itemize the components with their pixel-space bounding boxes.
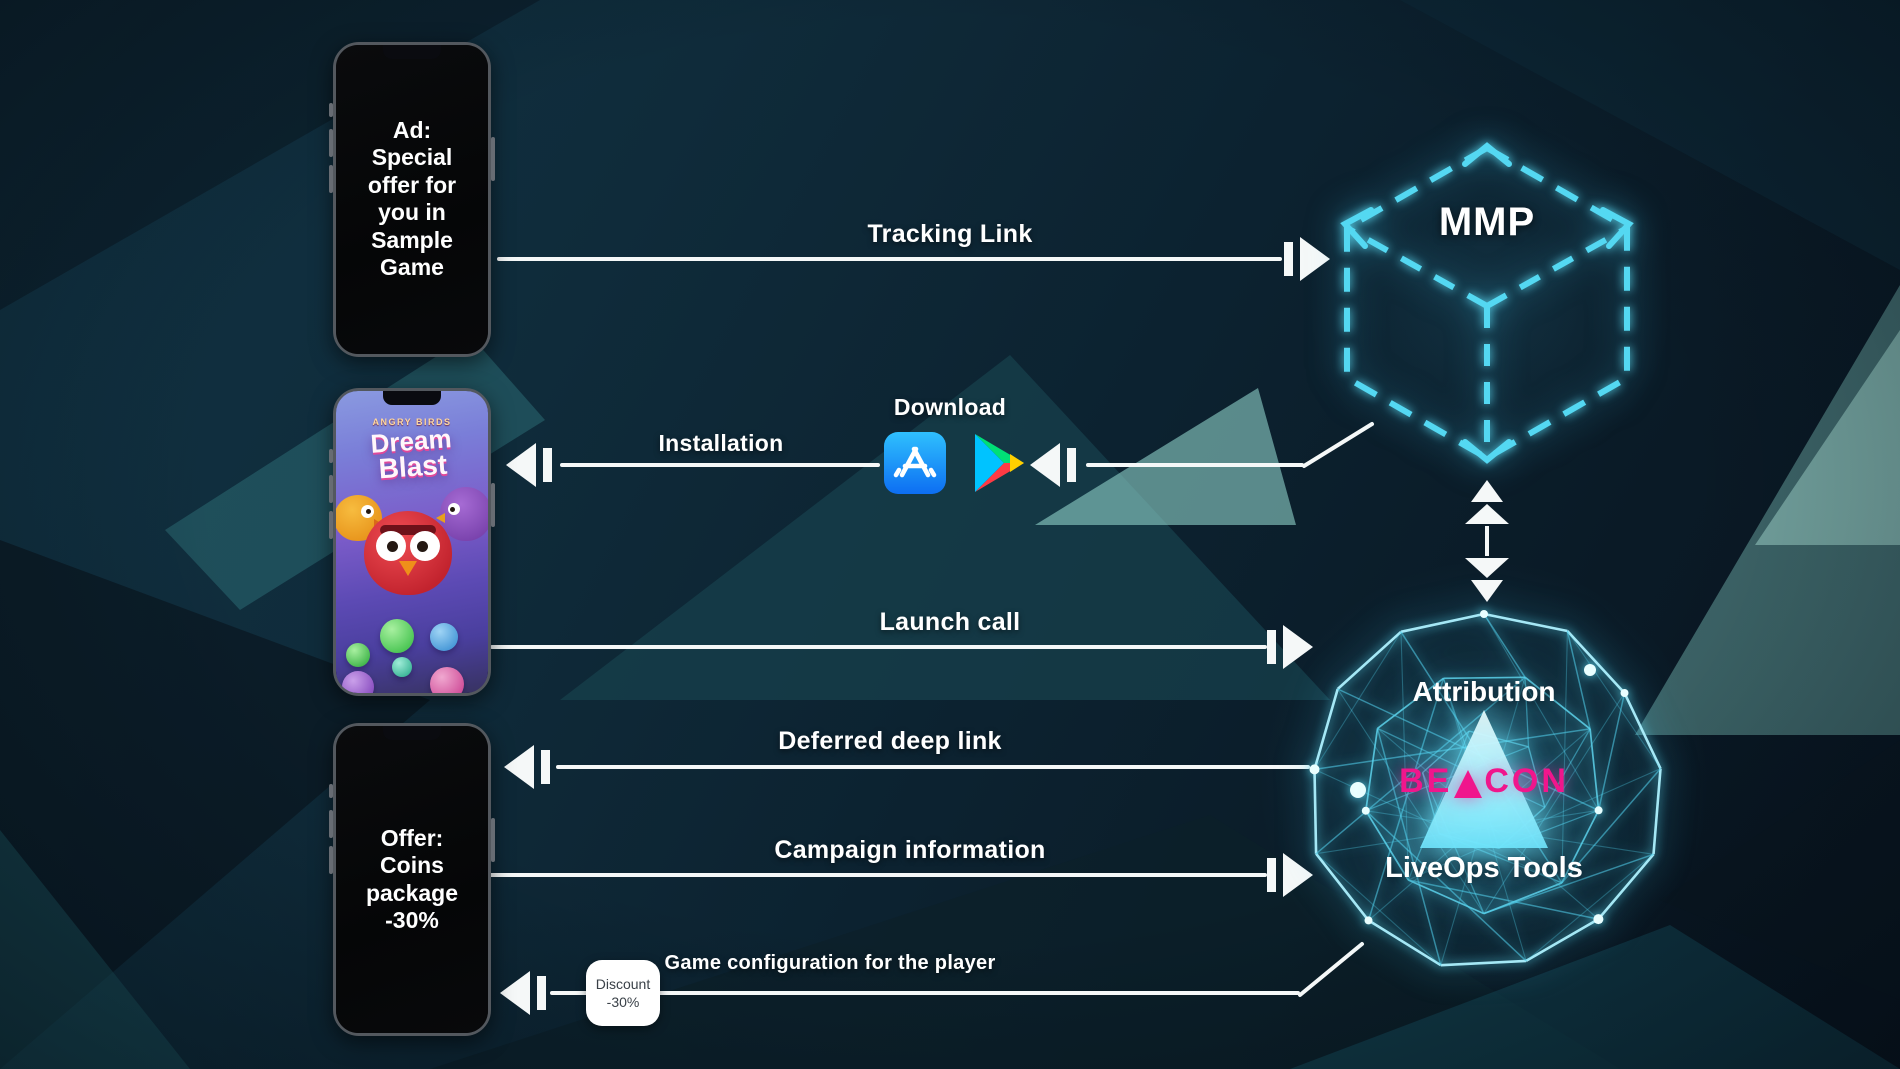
deferred-deep-link-line bbox=[556, 765, 1310, 769]
bubble bbox=[346, 643, 370, 667]
attribution-label: Attribution bbox=[1412, 676, 1556, 707]
purple-bird bbox=[436, 487, 488, 541]
bird-pupil bbox=[450, 507, 455, 512]
arrow-left-icon bbox=[1030, 443, 1076, 487]
bubble bbox=[392, 657, 412, 677]
ad-phone-screen: Ad: Special offer for you in Sample Game bbox=[336, 45, 488, 354]
tracking-link-label: Tracking Link bbox=[867, 220, 1033, 248]
bubble bbox=[430, 667, 464, 693]
google-play-icon bbox=[970, 432, 1028, 494]
mmp-node-label: MMP bbox=[1438, 200, 1536, 244]
installation-line-right bbox=[1086, 463, 1304, 467]
phone-button bbox=[491, 483, 495, 527]
phone-button bbox=[329, 810, 333, 838]
phone-notch bbox=[383, 45, 441, 59]
phone-button bbox=[329, 129, 333, 157]
download-label: Download bbox=[893, 394, 1007, 420]
offer-phone: Offer: Coins package -30% bbox=[329, 723, 495, 1036]
beacon-brand: BE CON bbox=[1294, 762, 1674, 801]
tracking-link-line bbox=[497, 257, 1282, 261]
phone-button bbox=[491, 137, 495, 181]
bubble bbox=[430, 623, 458, 651]
phone-button bbox=[329, 165, 333, 193]
game-configuration-line bbox=[550, 991, 1300, 995]
phone-button bbox=[329, 511, 333, 539]
launch-call-label: Launch call bbox=[879, 608, 1021, 636]
phone-button bbox=[329, 784, 333, 798]
beacon-letter-a-triangle-icon bbox=[1454, 770, 1483, 798]
bird-pupil bbox=[366, 509, 371, 514]
bird-beak bbox=[399, 561, 417, 576]
campaign-information-line bbox=[486, 873, 1267, 877]
campaign-information-label: Campaign information bbox=[774, 836, 1046, 864]
installation-line bbox=[560, 463, 880, 467]
app-store-icon bbox=[884, 432, 946, 494]
bidirectional-arrow-icon bbox=[1465, 480, 1509, 602]
launch-call-line bbox=[490, 645, 1267, 649]
mmp-cube-icon bbox=[1340, 142, 1634, 464]
installation-label: Installation bbox=[658, 430, 784, 456]
phone-button bbox=[329, 449, 333, 463]
ad-phone-text: Ad: Special offer for you in Sample Game bbox=[367, 116, 457, 281]
phone-button bbox=[491, 818, 495, 862]
discount-badge: Discount -30% bbox=[586, 960, 660, 1026]
offer-phone-screen: Offer: Coins package -30% bbox=[336, 726, 488, 1033]
beacon-brand-prefix: BE bbox=[1399, 762, 1453, 800]
game-splash-screen: ANGRY BIRDS Dream Blast bbox=[336, 391, 488, 693]
arrow-left-icon bbox=[500, 971, 546, 1015]
deferred-deep-link-label: Deferred deep link bbox=[778, 727, 1002, 755]
bubble bbox=[342, 671, 374, 693]
beacon-triangle-icon bbox=[1420, 710, 1548, 848]
phone-button bbox=[329, 475, 333, 503]
offer-phone-text: Offer: Coins package -30% bbox=[365, 824, 459, 934]
liveops-tools-label: LiveOps Tools bbox=[1385, 852, 1583, 884]
phone-button bbox=[329, 846, 333, 874]
bubble bbox=[380, 619, 414, 653]
phone-button bbox=[329, 103, 333, 117]
arrow-left-icon bbox=[504, 745, 550, 789]
arrow-left-icon bbox=[506, 443, 552, 487]
ad-phone: Ad: Special offer for you in Sample Game bbox=[329, 42, 495, 357]
beacon-brand-suffix: CON bbox=[1484, 762, 1569, 800]
bird-pupil bbox=[417, 541, 428, 552]
phone-notch bbox=[383, 726, 441, 740]
phone-notch bbox=[383, 391, 441, 405]
red-bird bbox=[364, 511, 452, 595]
bird-pupil bbox=[387, 541, 398, 552]
game-phone: ANGRY BIRDS Dream Blast bbox=[329, 388, 495, 696]
arrow-right-icon bbox=[1284, 237, 1330, 281]
dream-blast-logo: Dream Blast bbox=[336, 423, 488, 486]
